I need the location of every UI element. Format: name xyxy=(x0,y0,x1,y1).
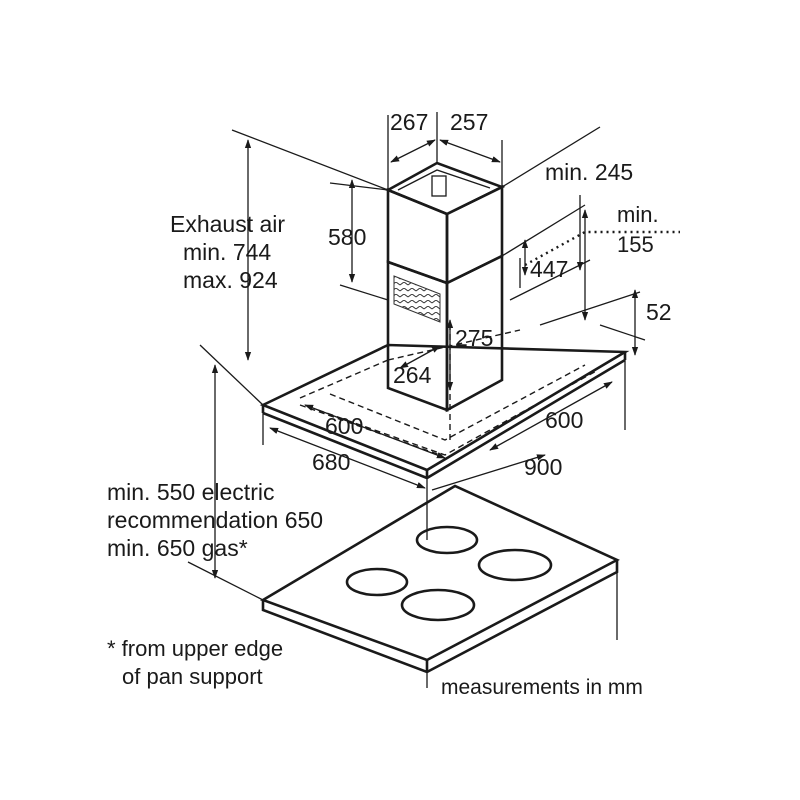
label-exhaust-3: max. 924 xyxy=(183,267,278,293)
label-257: 257 xyxy=(450,109,488,135)
label-min-245: min. 245 xyxy=(545,159,633,185)
cooktop-zone xyxy=(400,588,476,622)
label-install-3: min. 650 gas* xyxy=(107,535,248,561)
label-exhaust-1: Exhaust air xyxy=(170,211,285,237)
chimney-top-bracket xyxy=(431,175,447,197)
extension-lines xyxy=(187,112,646,601)
label-install-2: recommendation 650 xyxy=(107,507,323,533)
dim-line-267 xyxy=(390,139,436,163)
vent-grille xyxy=(393,275,441,323)
cooktop-front xyxy=(261,560,619,674)
dim-line-680 xyxy=(269,427,426,489)
label-275: 275 xyxy=(455,325,493,351)
label-580: 580 xyxy=(328,224,366,250)
dim-line-600-right xyxy=(489,381,613,451)
dim-line-264 xyxy=(399,345,441,369)
label-447: 447 xyxy=(530,256,568,282)
dim-line-257 xyxy=(439,139,501,163)
label-exhaust-2: min. 744 xyxy=(183,239,271,265)
cooktop-zone xyxy=(345,567,409,597)
label-footnote-2: of pan support xyxy=(122,664,263,689)
chimney-top xyxy=(384,161,506,216)
label-600-left: 600 xyxy=(325,413,363,439)
label-267: 267 xyxy=(390,109,428,135)
label-52: 52 xyxy=(646,299,672,325)
dim-line-900 xyxy=(431,454,546,491)
chimney-top-inner xyxy=(397,169,491,191)
label-install-1: min. 550 electric xyxy=(107,479,274,505)
label-264: 264 xyxy=(393,362,432,388)
cooktop xyxy=(259,484,620,688)
label-600-right: 600 xyxy=(545,407,583,433)
cooktop-zone xyxy=(477,548,553,582)
label-units: measurements in mm xyxy=(441,676,643,699)
label-min-155-a: min. xyxy=(617,202,659,227)
label-footnote-1: * from upper edge xyxy=(107,636,283,661)
cooktop-zone xyxy=(415,525,479,555)
label-min-155-b: 155 xyxy=(617,232,654,257)
label-900: 900 xyxy=(524,454,562,480)
dimension-lines xyxy=(211,139,680,579)
label-680: 680 xyxy=(312,449,350,475)
chimney-upper-front xyxy=(386,188,449,285)
labels: 267 257 min. 245 min. 155 580 Exhaust ai… xyxy=(107,109,672,699)
